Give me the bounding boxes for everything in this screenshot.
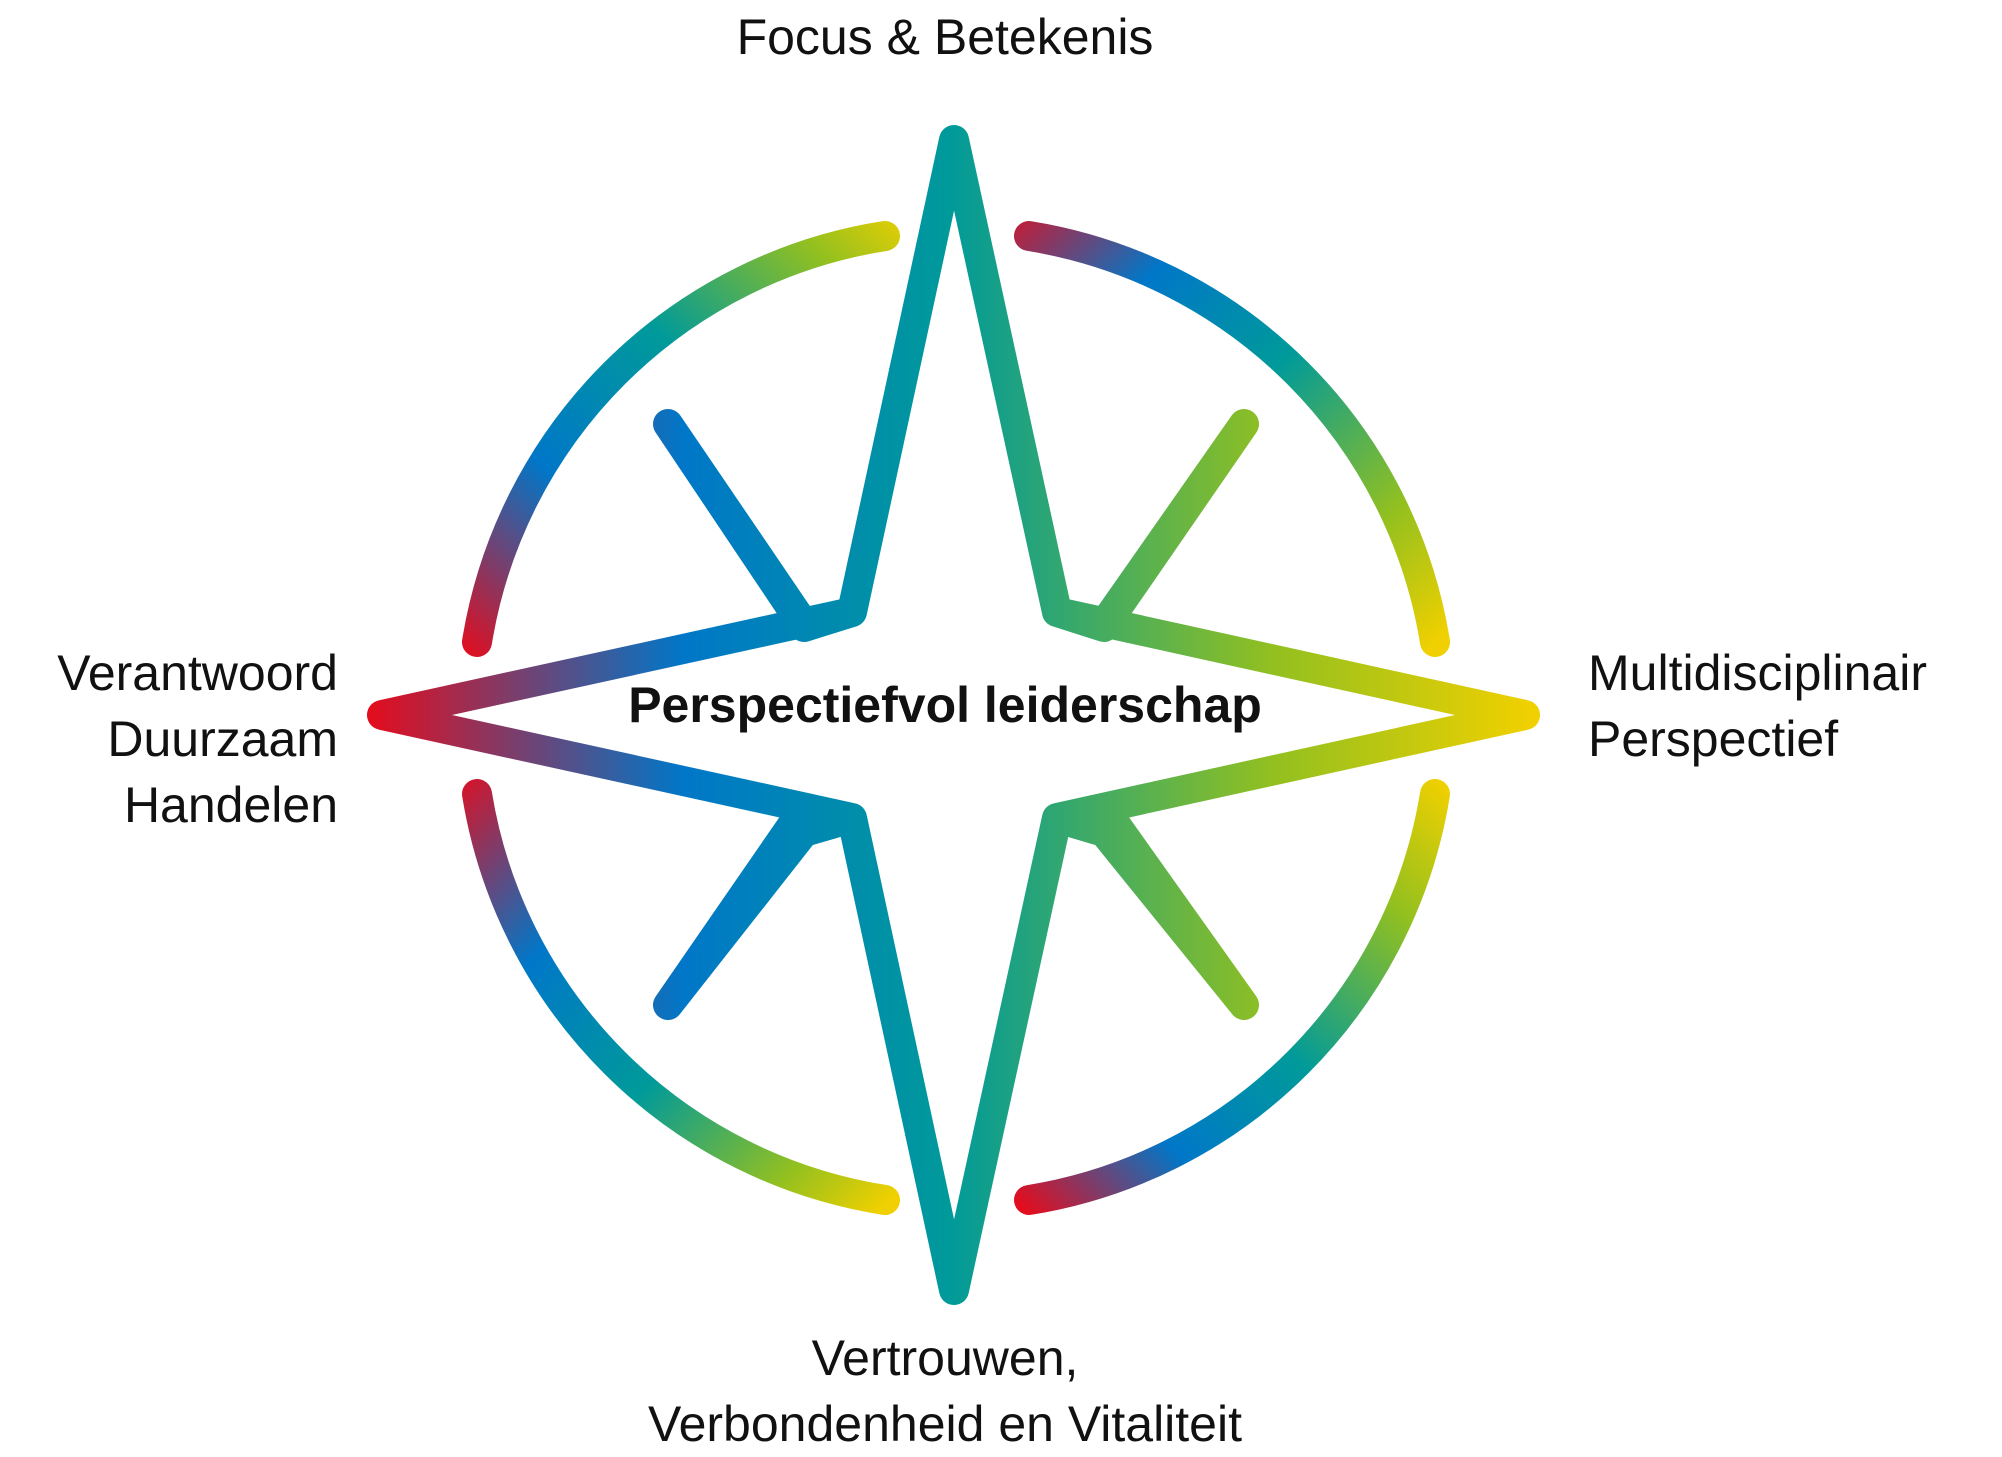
label-right-line-1: Multidisciplinair	[1588, 645, 1927, 701]
ring-arc-top-left	[462, 221, 900, 657]
center-title: Perspectiefvol leiderschap	[628, 677, 1262, 733]
ring-arc-bottom-right	[1014, 779, 1450, 1215]
label-bottom-line-2: Verbondenheid en Vitaliteit	[648, 1396, 1242, 1452]
label-right: Multidisciplinair Perspectief	[1588, 640, 1927, 772]
label-left-line-3: Handelen	[123, 777, 338, 833]
label-left: Verantwoord Duurzaam Handelen	[57, 640, 338, 838]
label-top-line-1: Focus & Betekenis	[736, 9, 1154, 65]
label-left-line-1: Verantwoord	[57, 645, 338, 701]
label-right-line-2: Perspectief	[1588, 711, 1839, 767]
label-top: Focus & Betekenis	[0, 4, 1890, 70]
ring-arc-bottom-left	[462, 779, 900, 1215]
compass-star	[367, 125, 1540, 1305]
ring-arc-top-right	[1014, 221, 1450, 657]
label-bottom: Vertrouwen, Verbondenheid en Vitaliteit	[0, 1325, 1890, 1457]
label-left-line-2: Duurzaam	[107, 711, 338, 767]
label-bottom-line-1: Vertrouwen,	[811, 1330, 1079, 1386]
